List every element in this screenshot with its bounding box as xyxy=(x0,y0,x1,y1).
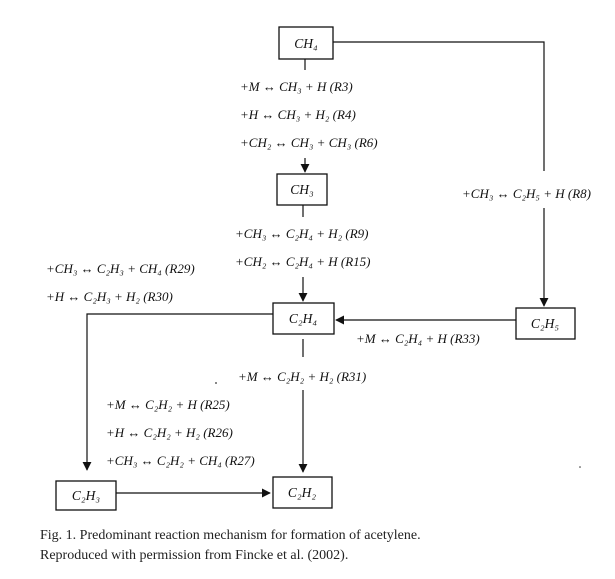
node-c2h4: C₂H₄ xyxy=(272,302,335,335)
node-c2h2: C₂H₂ xyxy=(272,476,333,509)
caption-line-1: Fig. 1. Predominant reaction mechanism f… xyxy=(40,528,421,543)
reaction-r9: +CH₃ ↔ C₂H₄ + H₂ (R9) xyxy=(235,226,368,241)
reaction-r26: +H ↔ C₂H₂ + H₂ (R26) xyxy=(106,425,233,440)
node-c2h3: C₂H₃ xyxy=(55,480,117,511)
reaction-r25: +M ↔ C₂H₂ + H (R25) xyxy=(106,397,230,412)
node-ch4-label: CH₄ xyxy=(294,36,318,51)
reaction-r29: +CH₃ ↔ C₂H₃ + CH₄ (R29) xyxy=(46,261,195,276)
reaction-r33: +M ↔ C₂H₄ + H (R33) xyxy=(356,331,480,346)
figure-caption: Fig. 1. Predominant reaction mechanism f… xyxy=(40,526,600,566)
node-ch3-label: CH₃ xyxy=(290,182,314,197)
node-c2h4-label: C₂H₄ xyxy=(289,311,317,326)
node-c2h5-label: C₂H₅ xyxy=(531,316,559,331)
scan-speck xyxy=(579,466,581,468)
arrow-c2h4-to-c2h3 xyxy=(82,313,273,471)
reactions-c2h4-to-c2h2: +M ↔ C₂H₂ + H₂ (R31) xyxy=(238,369,366,384)
reaction-r3: +M ↔ CH₃ + H (R3) xyxy=(240,79,353,94)
reactions-c2h3-to-c2h2: +M ↔ C₂H₂ + H (R25) +H ↔ C₂H₂ + H₂ (R26)… xyxy=(106,397,255,468)
reactions-c2h5-to-c2h4: +M ↔ C₂H₄ + H (R33) xyxy=(356,331,480,346)
reactions-ch4-to-c2h5: +CH₃ ↔ C₂H₅ + H (R8) xyxy=(462,186,591,201)
scan-speck xyxy=(215,382,217,384)
caption-line-2: Reproduced with permission from Fincke e… xyxy=(40,548,349,563)
node-ch4: CH₄ xyxy=(278,26,334,60)
reaction-r4: +H ↔ CH₃ + H₂ (R4) xyxy=(240,107,356,122)
node-c2h3-label: C₂H₃ xyxy=(72,488,100,503)
reaction-r30: +H ↔ C₂H₃ + H₂ (R30) xyxy=(46,289,173,304)
reactions-ch4-to-ch3: +M ↔ CH₃ + H (R3) +H ↔ CH₃ + H₂ (R4) +CH… xyxy=(240,79,378,150)
reactions-c2h3-to-c2h4: +CH₃ ↔ C₂H₃ + CH₄ (R29) +H ↔ C₂H₃ + H₂ (… xyxy=(46,261,195,304)
reaction-r8: +CH₃ ↔ C₂H₅ + H (R8) xyxy=(462,186,591,201)
node-c2h2-label: C₂H₂ xyxy=(288,485,316,500)
reaction-r6: +CH₂ ↔ CH₃ + CH₃ (R6) xyxy=(240,135,378,150)
node-ch3: CH₃ xyxy=(276,173,328,206)
reaction-r15: +CH₂ ↔ C₂H₄ + H (R15) xyxy=(235,254,370,269)
reactions-ch3-to-c2h4: +CH₃ ↔ C₂H₄ + H₂ (R9) +CH₂ ↔ C₂H₄ + H (R… xyxy=(235,226,370,269)
reaction-r27: +CH₃ ↔ C₂H₂ + CH₄ (R27) xyxy=(106,453,255,468)
node-c2h5: C₂H₅ xyxy=(515,307,576,340)
reaction-r31: +M ↔ C₂H₂ + H₂ (R31) xyxy=(238,369,366,384)
arrow-ch4-to-c2h5-upper xyxy=(333,41,545,171)
